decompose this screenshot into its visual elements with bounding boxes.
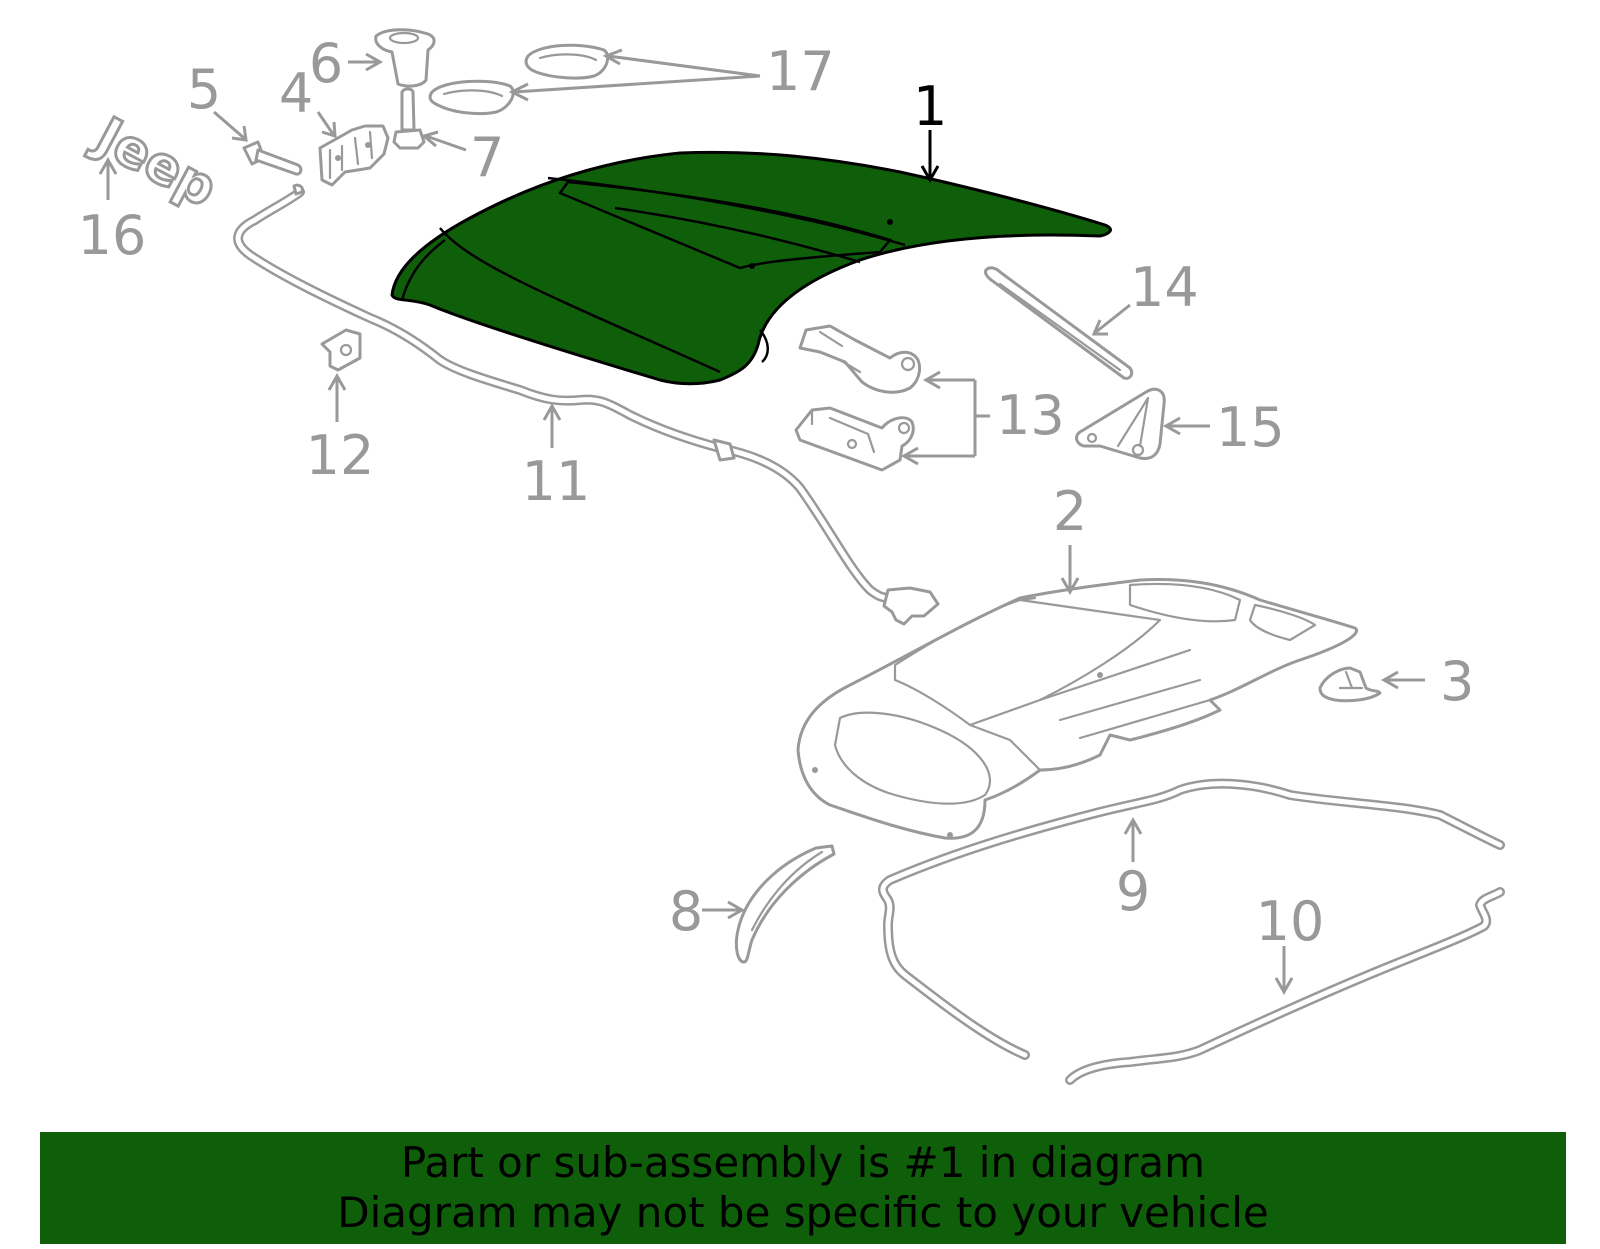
hinge-upper-part-13[interactable] <box>798 324 922 394</box>
callout-9: 9 <box>1116 860 1150 923</box>
release-cable-part-11[interactable] <box>233 183 940 626</box>
callout-7: 7 <box>470 126 504 189</box>
callout-15: 15 <box>1216 396 1285 459</box>
banner-line-1: Part or sub-assembly is #1 in diagram <box>400 1138 1206 1187</box>
callout-13: 13 <box>996 384 1065 447</box>
callout-8: 8 <box>669 880 703 943</box>
callout-17: 17 <box>766 40 835 103</box>
weatherstrip-part-9[interactable] <box>878 778 1505 1060</box>
callout-11: 11 <box>522 450 591 513</box>
callout-10: 10 <box>1256 890 1325 953</box>
callout-16: 16 <box>78 204 147 267</box>
banner-line-2: Diagram may not be specific to your vehi… <box>337 1188 1269 1237</box>
prop-rod-part-14[interactable] <box>984 266 1134 380</box>
callout-3: 3 <box>1440 650 1474 713</box>
info-banner: Part or sub-assembly is #1 in diagram Di… <box>40 1132 1566 1244</box>
callout-14: 14 <box>1130 256 1199 319</box>
bumper-pair-part-17[interactable] <box>428 43 610 116</box>
seal-part-8[interactable] <box>734 844 836 964</box>
parts-diagram: 1 2 3 4 5 6 <box>78 28 1505 1085</box>
clip-part-3[interactable] <box>1318 666 1382 703</box>
callout-12: 12 <box>306 424 375 487</box>
emblem-text: Jeep <box>83 105 226 219</box>
hood-insulator-part-2[interactable] <box>796 578 1358 840</box>
hood-part-1[interactable] <box>390 150 1112 386</box>
hinge-lower-part-13[interactable] <box>794 406 915 472</box>
stud-part-7[interactable] <box>392 87 426 150</box>
bracket-part-15[interactable] <box>1075 387 1166 460</box>
seal-part-10[interactable] <box>1065 887 1505 1085</box>
callout-1: 1 <box>913 75 947 138</box>
emblem-part-16[interactable]: Jeep <box>82 104 228 221</box>
callout-2: 2 <box>1053 480 1087 543</box>
bolt-part-5[interactable] <box>242 140 303 176</box>
callout-4: 4 <box>279 62 313 125</box>
callout-6: 6 <box>309 32 343 95</box>
latch-part-4[interactable] <box>318 124 390 187</box>
callout-5: 5 <box>187 58 221 121</box>
bumper-part-6[interactable] <box>374 28 436 88</box>
bracket-part-12[interactable] <box>320 328 362 372</box>
